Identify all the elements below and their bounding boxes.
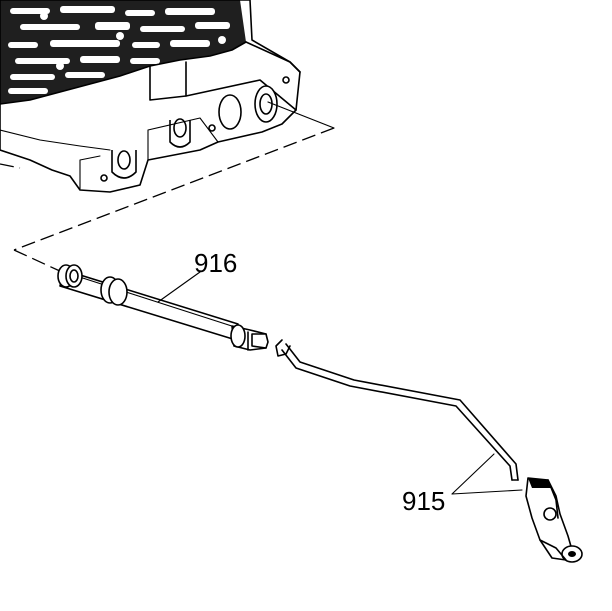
callout-leaders [157, 271, 523, 495]
part-915-lever [525, 477, 583, 563]
alignment-lines [0, 101, 335, 273]
valve-body [0, 0, 301, 193]
callout-label-916: 916 [194, 248, 237, 278]
callout-label-915: 915 [402, 486, 445, 516]
part-916-shaft [57, 264, 269, 351]
part-915-link [275, 339, 519, 481]
